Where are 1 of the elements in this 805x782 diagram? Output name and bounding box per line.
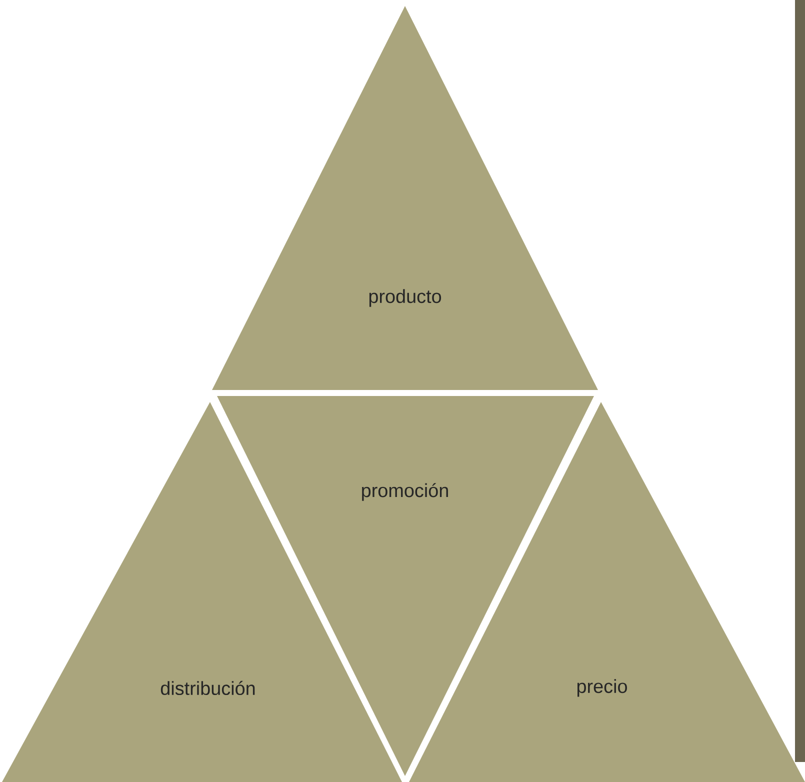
triangle: producto (212, 6, 598, 390)
